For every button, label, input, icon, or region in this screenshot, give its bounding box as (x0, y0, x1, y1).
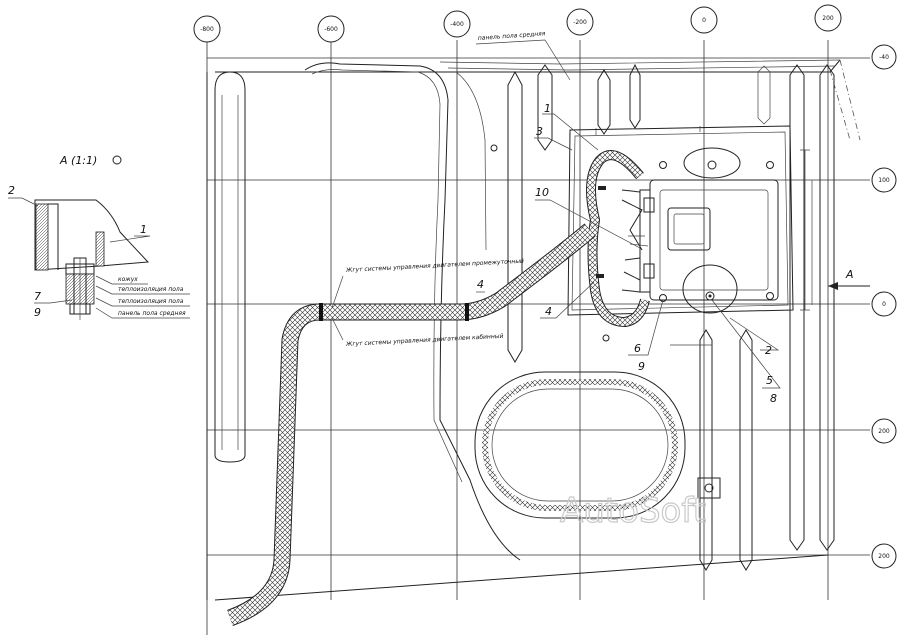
callout-10: 10 (535, 186, 641, 249)
svg-text:200: 200 (822, 15, 834, 22)
harness-note-lower: Жгут системы управления двигателем кабин… (331, 317, 504, 348)
svg-text:4: 4 (545, 305, 552, 318)
svg-text:2: 2 (8, 184, 15, 197)
svg-text:5: 5 (766, 374, 773, 387)
svg-text:9: 9 (34, 306, 41, 319)
svg-text:200: 200 (878, 428, 890, 435)
grid-bubble-right-3: 0 (871, 291, 897, 317)
hole-mark (490, 144, 498, 152)
callout-4-run: 4 (476, 278, 485, 293)
grid-bubble-right-2: 100 (871, 167, 897, 193)
svg-text:-400: -400 (450, 21, 464, 28)
grid-lines (206, 40, 870, 635)
svg-text:4: 4 (477, 278, 484, 291)
svg-text:0: 0 (702, 17, 706, 24)
watermark: AutoSoft (560, 491, 706, 531)
svg-text:кожух: кожух (118, 276, 138, 283)
cover-cap-upper (683, 147, 741, 179)
svg-text:панель пола средняя: панель пола средняя (478, 30, 546, 42)
svg-text:теплоизоляция пола: теплоизоляция пола (118, 286, 184, 293)
grid-bubble-top-5: 0 (690, 6, 718, 34)
svg-text:-600: -600 (324, 26, 338, 33)
callout-5-8: 5 8 (711, 299, 781, 405)
svg-text:Жгут системы управления двигат: Жгут системы управления двигателем проме… (345, 258, 524, 274)
grid-bubble-right-4: 200 (871, 418, 897, 444)
callout-3: 3 (534, 125, 573, 151)
svg-text:Жгут системы управления двигат: Жгут системы управления двигателем кабин… (345, 333, 504, 348)
callout-2-plate: 2 (729, 317, 780, 357)
detail-callout-1: 1 (109, 223, 151, 243)
floor-oval-stamping (474, 371, 686, 519)
left-rib (214, 71, 246, 463)
floor-panel-outline (206, 59, 861, 601)
svg-text:6: 6 (634, 342, 641, 355)
grid-bubble-top-1: -800 (193, 15, 221, 43)
callout-1-top: 1 (542, 102, 599, 151)
svg-text:А: А (845, 268, 854, 281)
panel-note: панель пола средняя (475, 30, 571, 81)
svg-text:1: 1 (140, 223, 147, 236)
svg-text:3: 3 (536, 125, 543, 138)
svg-text:теплоизоляция пола: теплоизоляция пола (118, 298, 184, 305)
svg-text:10: 10 (535, 186, 549, 199)
harness-run (226, 223, 596, 626)
small-bracket (697, 477, 721, 499)
svg-text:200: 200 (878, 553, 890, 560)
svg-text:1: 1 (544, 102, 551, 115)
grid-bubble-right-5: 200 (871, 543, 897, 569)
svg-text:-40: -40 (879, 54, 889, 61)
svg-text:панель пола средняя: панель пола средняя (118, 310, 186, 317)
grid-bubble-top-4: -200 (566, 8, 594, 36)
svg-text:7: 7 (34, 290, 41, 303)
svg-text:100: 100 (878, 177, 890, 184)
svg-text:-800: -800 (200, 26, 214, 33)
harness-clips (596, 186, 606, 278)
grid-bubble-top-3: -400 (443, 10, 471, 38)
control-unit (639, 179, 779, 301)
detail-view-circle (112, 155, 122, 165)
svg-text:8: 8 (770, 392, 777, 405)
svg-text:0: 0 (882, 301, 886, 308)
view-arrow: А (828, 268, 870, 290)
detail-callout-7-9: 7 9 (34, 290, 73, 319)
cover-cap-lower (682, 264, 738, 314)
grid-bubble-right-1: -40 (871, 44, 897, 70)
grid-bubble-top-6: 200 (814, 4, 842, 32)
floor-ribs (507, 63, 835, 571)
svg-text:9: 9 (638, 360, 645, 373)
dimension-lines (595, 126, 813, 346)
detail-callout-2: 2 (8, 184, 39, 207)
grid-bubble-top-2: -600 (317, 15, 345, 43)
callout-4-loop: 4 (540, 281, 595, 319)
detail-view-a: А (1:1) кожух теплоизоляция пола теплоиз… (34, 154, 190, 320)
svg-text:2: 2 (765, 344, 772, 357)
svg-text:А (1:1): А (1:1) (59, 154, 97, 167)
harness-loop (586, 150, 650, 328)
svg-text:-200: -200 (573, 19, 587, 26)
callout-6-9: 6 9 (628, 299, 664, 373)
